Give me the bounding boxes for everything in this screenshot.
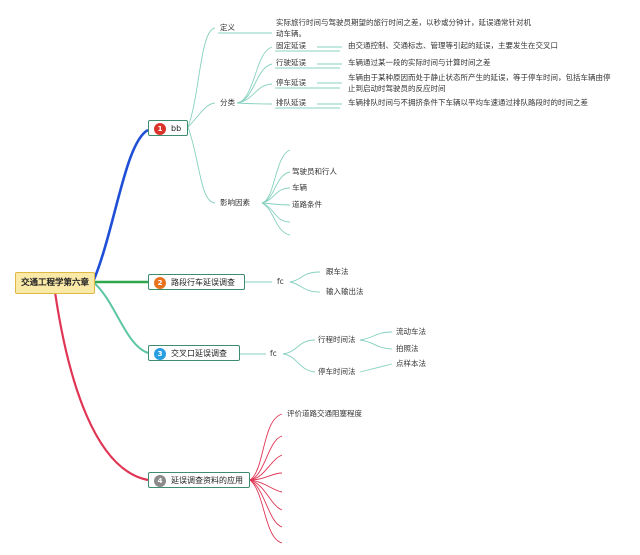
branch-4-connector xyxy=(53,291,149,482)
topic-2-number-badge: 2 xyxy=(154,277,166,289)
fixed-delay-label[interactable]: 固定延误 xyxy=(276,41,306,50)
topic-2-node[interactable]: 2 路段行车延误调查 xyxy=(148,274,245,290)
definition-text[interactable]: 实际旅行时间与驾驶员期望的旅行时间之差，以秒或分钟计，延误通常针对机动车辆。 xyxy=(276,18,531,38)
topic-1-label: bb xyxy=(171,124,182,133)
topic-3-label: 交叉口延误调查 xyxy=(171,349,227,358)
travel-delay-text[interactable]: 车辆通过某一段的实际时间与计算时间之差 xyxy=(348,58,491,67)
topic-4-number-badge: 4 xyxy=(154,475,166,487)
intersection-method-label[interactable]: fc xyxy=(270,349,277,358)
factor-item[interactable]: 驾驶员和行人 xyxy=(292,167,337,176)
factor-item[interactable]: 道路条件 xyxy=(292,200,322,209)
queue-delay-label[interactable]: 排队延误 xyxy=(276,98,306,107)
branch-1-connector xyxy=(91,128,149,283)
travel-time-item[interactable]: 拍照法 xyxy=(396,344,419,353)
branch-3-connector xyxy=(92,281,149,354)
definition-label[interactable]: 定义 xyxy=(220,23,235,32)
travel-delay-label[interactable]: 行驶延误 xyxy=(276,58,306,67)
factor-item[interactable]: 车辆 xyxy=(292,183,307,192)
travel-time-method[interactable]: 行程时间法 xyxy=(318,335,356,344)
road-method-label[interactable]: fc xyxy=(277,277,284,286)
topic-1-number-badge: 1 xyxy=(154,123,166,135)
road-method-item[interactable]: 跟车法 xyxy=(326,267,349,276)
topic-4-node[interactable]: 4 延误调查资料的应用 xyxy=(148,472,250,488)
topic-2-label: 路段行车延误调查 xyxy=(171,278,235,287)
fixed-delay-text[interactable]: 由交通控制、交通标志、管理等引起的延误，主要发生在交叉口 xyxy=(348,41,558,50)
stop-delay-text[interactable]: 车辆由于某种原因而处于静止状态所产生的延误，等于停车时间，包括车辆由停止到启动时… xyxy=(348,73,611,93)
stop-delay-label[interactable]: 停车延误 xyxy=(276,78,306,87)
topic-1-node[interactable]: 1 bb xyxy=(148,120,188,136)
stop-time-item[interactable]: 点样本法 xyxy=(396,359,426,368)
stop-time-method[interactable]: 停车时间法 xyxy=(318,367,356,376)
classification-label[interactable]: 分类 xyxy=(220,98,235,107)
topic-3-node[interactable]: 3 交叉口延误调查 xyxy=(148,345,240,361)
road-method-item[interactable]: 输入输出法 xyxy=(326,287,364,296)
queue-delay-text[interactable]: 车辆排队时间与不拥挤条件下车辆以平均车速通过排队路段时的时间之差 xyxy=(348,98,588,107)
factors-label[interactable]: 影响因素 xyxy=(220,198,250,207)
root-node[interactable]: 交通工程学第六章 xyxy=(15,272,95,294)
topic-4-label: 延误调查资料的应用 xyxy=(171,476,243,485)
travel-time-item[interactable]: 流动车法 xyxy=(396,327,426,336)
topic-3-number-badge: 3 xyxy=(154,348,166,360)
application-item[interactable]: 评价道路交通阻塞程度 xyxy=(287,409,362,418)
